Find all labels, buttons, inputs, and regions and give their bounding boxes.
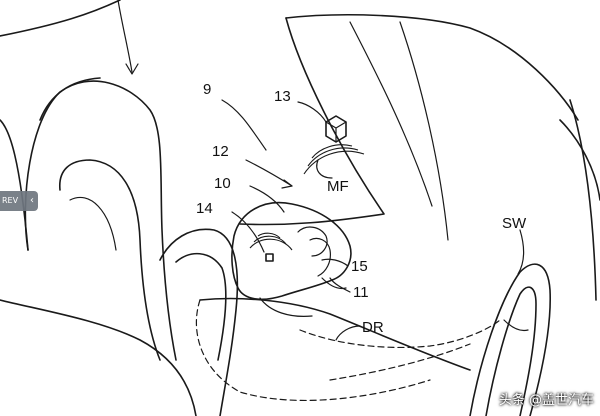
leader-dr — [335, 325, 361, 341]
beam-14-2 — [253, 235, 287, 245]
driver-body-dashed-2 — [329, 343, 471, 381]
leader-12 — [245, 159, 293, 187]
steering-column — [503, 319, 529, 332]
driver-seat-back — [159, 228, 239, 416]
leader-9 — [221, 99, 267, 151]
left-seat-back — [24, 80, 177, 361]
dashboard-right — [559, 119, 600, 201]
watermark-text: 头条 @盖世汽车 — [498, 392, 594, 408]
seat-cushion — [0, 299, 197, 416]
leader-10 — [249, 185, 285, 213]
mf-beam-1 — [311, 144, 353, 159]
left-door — [0, 119, 29, 251]
leader-top — [117, 0, 133, 73]
leader-14 — [231, 211, 265, 253]
label-mf: MF — [327, 178, 349, 195]
watermark: 头条 @盖世汽车 — [499, 387, 594, 409]
label-12: 12 — [212, 143, 229, 160]
prev-tab-button[interactable]: REV ‹ — [0, 191, 38, 211]
driver-ear — [297, 226, 328, 257]
label-10: 10 — [214, 175, 231, 192]
left-seat-edge — [39, 77, 101, 121]
arrow-top — [125, 63, 139, 75]
leader-sw — [517, 229, 525, 275]
driver-shoulder — [199, 297, 471, 371]
windshield-outline — [0, 0, 121, 37]
prev-tab-label: REV — [2, 196, 19, 205]
driver-face — [309, 237, 331, 277]
label-14: 14 — [196, 200, 213, 217]
windshield-inner-line — [349, 21, 433, 207]
label-13: 13 — [274, 88, 291, 105]
device-13-icon — [325, 115, 347, 143]
device-14-icon — [265, 253, 274, 262]
windshield-inner-line-2 — [399, 21, 449, 241]
label-11: 11 — [353, 284, 369, 301]
arrow-12 — [281, 179, 293, 189]
windshield-edge — [239, 17, 385, 226]
right-pillar — [569, 99, 597, 301]
label-dr: DR — [362, 319, 384, 336]
beam-14-1 — [257, 232, 281, 239]
mf-beam-3 — [303, 150, 365, 175]
leader-11 — [329, 277, 351, 293]
beam-14-3 — [249, 238, 293, 251]
leader-15 — [321, 258, 349, 267]
steering-wheel-inner — [485, 286, 537, 416]
label-9: 9 — [203, 81, 211, 98]
driver-body-dashed — [195, 299, 431, 402]
driver-head — [231, 201, 352, 301]
mf-beam-2 — [307, 147, 359, 167]
steering-wheel — [469, 263, 552, 416]
driver-seat-back-2 — [175, 252, 227, 361]
label-15: 15 — [351, 258, 368, 275]
leader-13 — [297, 101, 327, 123]
left-seat-bolster — [59, 159, 161, 361]
left-seat-inner — [69, 196, 117, 251]
label-sw: SW — [502, 215, 527, 232]
mic-arm — [321, 277, 347, 290]
leader-mf — [316, 159, 333, 179]
driver-arm-dashed — [299, 319, 501, 349]
chevron-left-icon: ‹ — [30, 195, 34, 206]
driver-neck — [259, 297, 313, 317]
a-pillar — [285, 14, 579, 121]
